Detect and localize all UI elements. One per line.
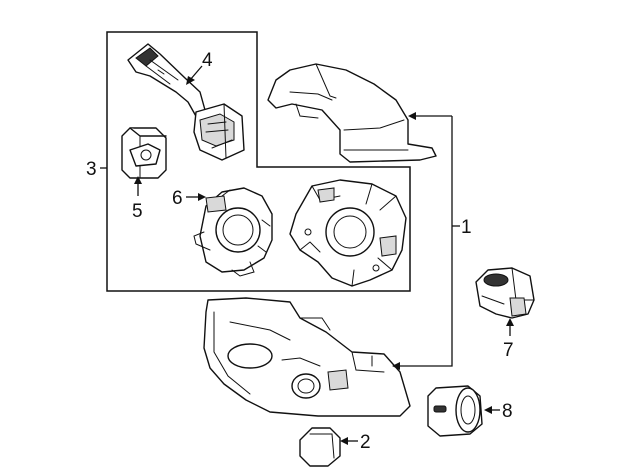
arrow-2: [340, 437, 348, 445]
combination-switch-lever: [127, 43, 245, 161]
arrow-7: [506, 318, 514, 326]
arrow-4: [186, 76, 195, 85]
leader-4: [189, 65, 203, 81]
callout-2: 2: [360, 432, 371, 453]
leader-1: [398, 116, 453, 367]
callout-6: 6: [172, 188, 183, 209]
callout-8: 8: [502, 401, 513, 422]
steering-column-module: [289, 179, 407, 287]
lower-shroud: [203, 297, 411, 417]
cap: [299, 427, 341, 467]
clock-spring: [193, 187, 273, 277]
callout-7: 7: [503, 340, 514, 361]
upper-shroud: [267, 63, 437, 163]
ignition-switch: [475, 267, 535, 319]
group-3-bracket: [106, 31, 411, 292]
small-switch: [121, 127, 167, 179]
callout-3: 3: [86, 159, 97, 180]
arrow-1-lower: [392, 362, 400, 370]
callout-4: 4: [202, 50, 213, 71]
arrow-5: [134, 176, 142, 184]
callout-1: 1: [461, 217, 472, 238]
arrow-6: [198, 193, 206, 201]
callout-5: 5: [132, 201, 143, 222]
lock-cylinder: [427, 385, 483, 437]
arrow-1-upper: [408, 112, 416, 120]
arrow-8: [484, 406, 492, 414]
